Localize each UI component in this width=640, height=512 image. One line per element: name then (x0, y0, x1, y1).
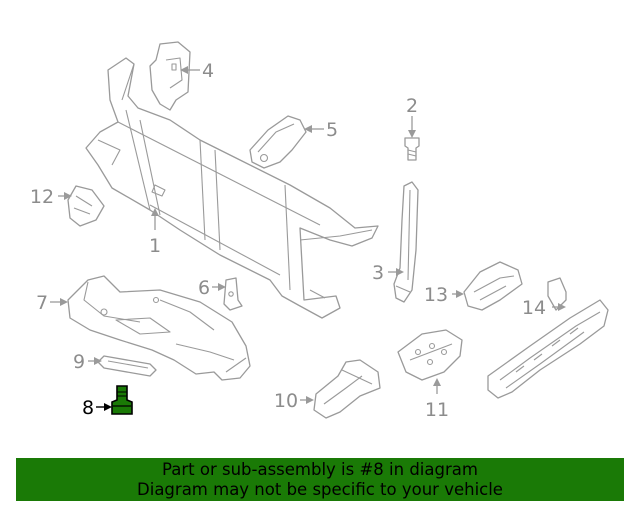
part-4-bracket (149, 41, 191, 111)
svg-text:11: 11 (425, 399, 449, 421)
callout-8-highlight: 8 (82, 397, 112, 419)
parts-diagram: 1 2 3 4 5 6 7 9 10 1 (30, 41, 609, 421)
part-12-clip (67, 185, 105, 227)
callout-4: 4 (180, 60, 214, 82)
callout-12: 12 (30, 186, 72, 208)
banner-line-1: Part or sub-assembly is #8 in diagram (162, 460, 478, 479)
part-6-bracket (223, 277, 243, 311)
part-14-member (487, 277, 609, 399)
callout-3: 3 (372, 262, 404, 284)
svg-text:4: 4 (202, 60, 214, 82)
callout-5: 5 (304, 119, 338, 141)
svg-text:10: 10 (274, 390, 298, 412)
svg-text:12: 12 (30, 186, 54, 208)
svg-text:3: 3 (372, 262, 384, 284)
svg-text:7: 7 (36, 292, 48, 314)
part-8-bolt (111, 385, 133, 415)
svg-text:6: 6 (198, 277, 210, 299)
svg-text:14: 14 (522, 297, 546, 319)
part-7-undercover (67, 275, 251, 381)
callout-1: 1 (149, 208, 161, 257)
callout-10: 10 (274, 390, 314, 412)
banner-line-2: Diagram may not be specific to your vehi… (137, 480, 503, 499)
callout-6: 6 (198, 277, 226, 299)
callout-14: 14 (522, 297, 566, 319)
part-1-radiator-support (85, 57, 379, 319)
part-13-bracket (463, 261, 523, 311)
callout-13: 13 (424, 284, 464, 306)
part-11-bracket (397, 329, 463, 381)
svg-text:1: 1 (149, 235, 161, 257)
callout-2: 2 (406, 95, 418, 138)
callout-9: 9 (73, 351, 102, 373)
part-3-stay (393, 181, 419, 303)
svg-text:2: 2 (406, 95, 418, 117)
callout-7: 7 (36, 292, 68, 314)
part-10-bracket (313, 359, 381, 419)
part-9-seal (97, 355, 157, 377)
svg-text:8: 8 (82, 397, 94, 419)
svg-text:5: 5 (326, 119, 338, 141)
svg-text:13: 13 (424, 284, 448, 306)
part-5-bracket (249, 115, 307, 169)
info-banner: Part or sub-assembly is #8 in diagram Di… (16, 458, 624, 501)
part-2-bolt (404, 137, 420, 161)
svg-text:9: 9 (73, 351, 85, 373)
callout-11: 11 (425, 378, 449, 421)
